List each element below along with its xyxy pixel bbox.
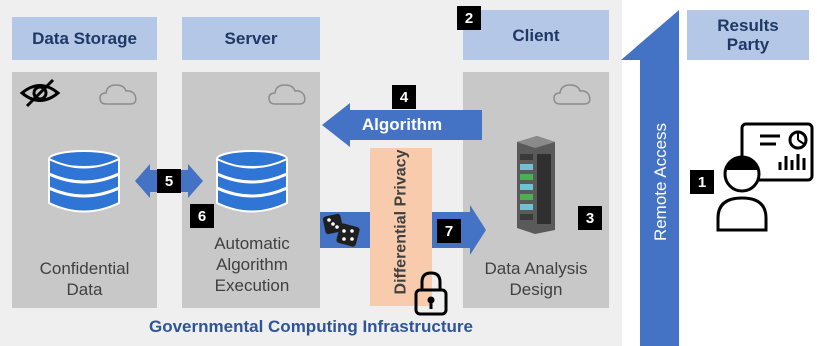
label-confidential-data: Confidential Data [39,259,130,299]
step-badge-6: 6 [190,204,214,228]
governmental-infrastructure-label: Governmental Computing Infrastructure [149,317,473,336]
step-badge-4: 4 [392,85,416,109]
dice-icon [322,213,360,247]
step-badge-2: 2 [457,6,481,30]
eye-slash-icon [19,78,61,108]
lock-icon [414,271,448,316]
step-badge-7: 7 [437,219,461,243]
step-badge-5: 5 [157,169,181,193]
user-dashboard-icon [716,122,814,232]
step-badge-3: 3 [578,206,602,230]
database-icon-server [216,150,288,213]
header-server: Server [182,17,320,60]
remote-access-label: Remote Access [651,122,670,242]
database-icon-storage [48,150,120,213]
cloud-icon-storage [99,84,137,105]
server-rack-icon [517,136,555,234]
header-data-storage: Data Storage [12,17,157,60]
header-client: Client [463,10,609,60]
step-badge-1: 1 [690,170,714,194]
label-automatic-algorithm-execution: Automatic Algorithm Execution [214,234,290,295]
cloud-icon-server [268,84,306,105]
algorithm-arrow-label: Algorithm [361,115,443,134]
header-results-party: Results Party [687,10,809,60]
cloud-icon-client [553,84,591,105]
label-data-analysis-design: Data Analysis Design [484,259,588,299]
